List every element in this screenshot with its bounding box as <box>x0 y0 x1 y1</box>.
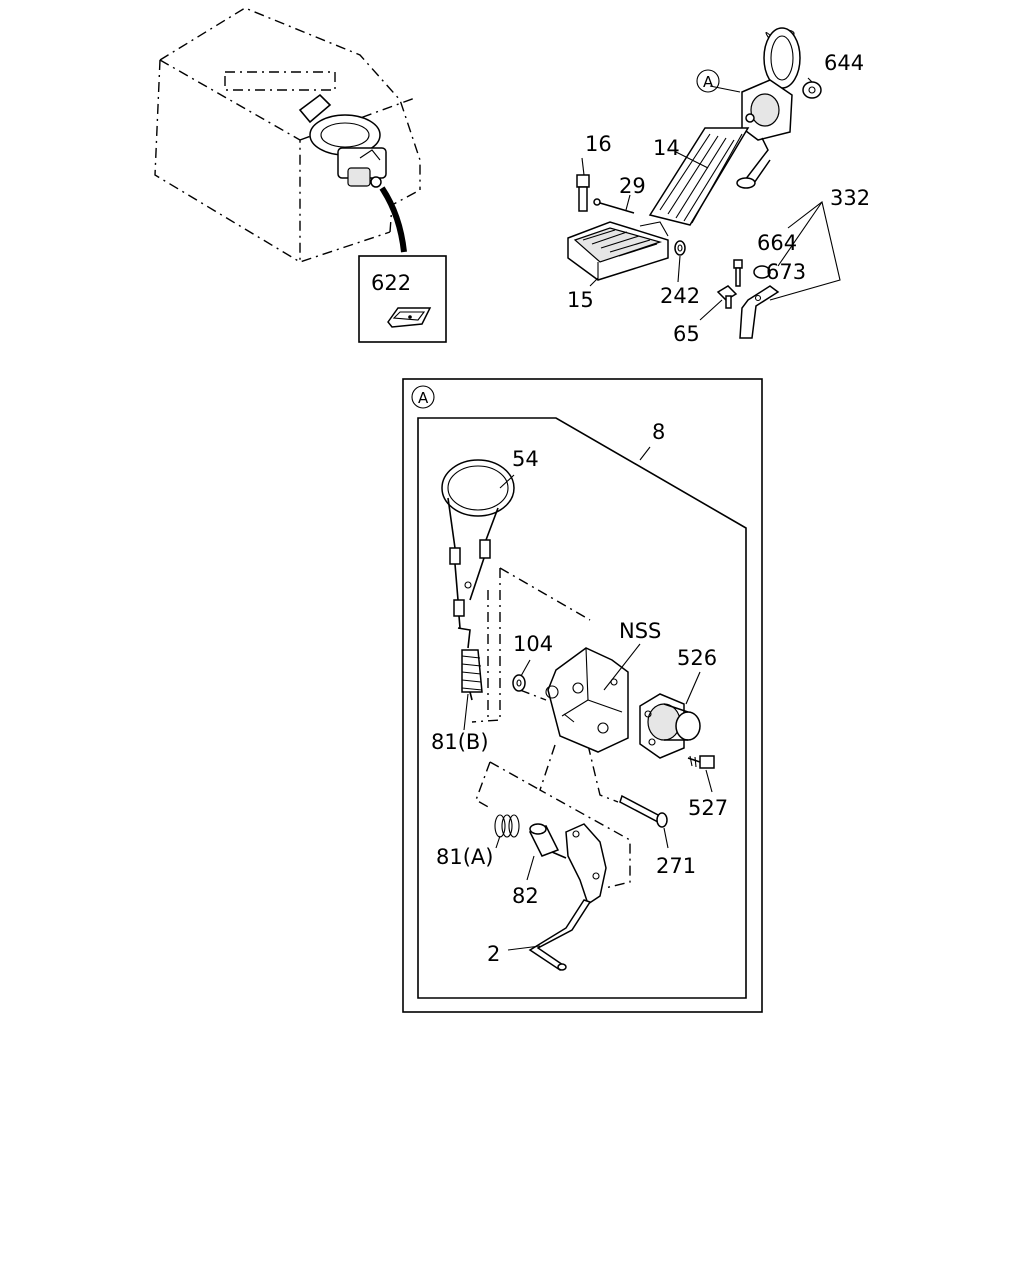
pin-29 <box>593 198 635 214</box>
label-nss: NSS <box>619 619 661 643</box>
nut-673 <box>753 265 771 279</box>
leader-lines-top <box>581 77 813 321</box>
bolt-271 <box>619 794 668 828</box>
label-664: 664 <box>757 231 797 255</box>
part-labels: 622 644 A 16 14 29 332 664 673 15 242 65… <box>371 51 870 966</box>
label-16: 16 <box>585 132 612 156</box>
label-527: 527 <box>688 796 728 820</box>
label-673: 673 <box>766 260 806 284</box>
label-81a: 81(A) <box>436 845 493 869</box>
label-242: 242 <box>660 284 700 308</box>
bolt-65 <box>716 285 738 309</box>
washer-104 <box>512 674 526 692</box>
label-29: 29 <box>619 174 646 198</box>
label-15: 15 <box>567 288 594 312</box>
label-622: 622 <box>371 271 411 295</box>
label-104: 104 <box>513 632 553 656</box>
label-526: 526 <box>677 646 717 670</box>
label-81b: 81(B) <box>431 730 489 754</box>
assembly-guide-lines <box>471 567 631 889</box>
top-throttle-unit <box>736 27 801 189</box>
sensor-526 <box>639 693 701 759</box>
callout-a-box-circle <box>411 385 435 409</box>
screw-527 <box>687 755 715 769</box>
label-82: 82 <box>512 884 539 908</box>
label-2: 2 <box>487 942 500 966</box>
callout-a-box: A <box>418 389 429 407</box>
cable-54 <box>441 459 515 629</box>
cab-wire-to-grommet <box>379 186 407 253</box>
bolt-664 <box>733 259 743 287</box>
bolt-16 <box>576 174 590 212</box>
label-14: 14 <box>653 136 680 160</box>
part-332-bracket-lines <box>769 201 841 301</box>
detail-a-frame <box>402 378 763 1013</box>
callout-a-top-circle <box>696 69 720 93</box>
bushing-82 <box>528 823 560 857</box>
label-332: 332 <box>830 186 870 210</box>
leader-lines-a <box>463 446 713 951</box>
label-65: 65 <box>673 322 700 346</box>
spring-81b <box>457 627 483 701</box>
bracket-332 <box>739 285 780 339</box>
bracket-nss <box>545 647 629 753</box>
label-54: 54 <box>512 447 539 471</box>
nut-644 <box>802 81 822 99</box>
footrest-15 <box>567 221 669 281</box>
callout-a-top: A <box>703 73 714 91</box>
washer-242 <box>674 240 686 256</box>
pedal-arm-2 <box>528 823 607 972</box>
grommet-detail-box <box>358 255 447 343</box>
label-8: 8 <box>652 420 665 444</box>
label-644: 644 <box>824 51 864 75</box>
spring-81a <box>494 814 520 838</box>
label-271: 271 <box>656 854 696 878</box>
cab-pedal-assembly <box>298 93 387 188</box>
